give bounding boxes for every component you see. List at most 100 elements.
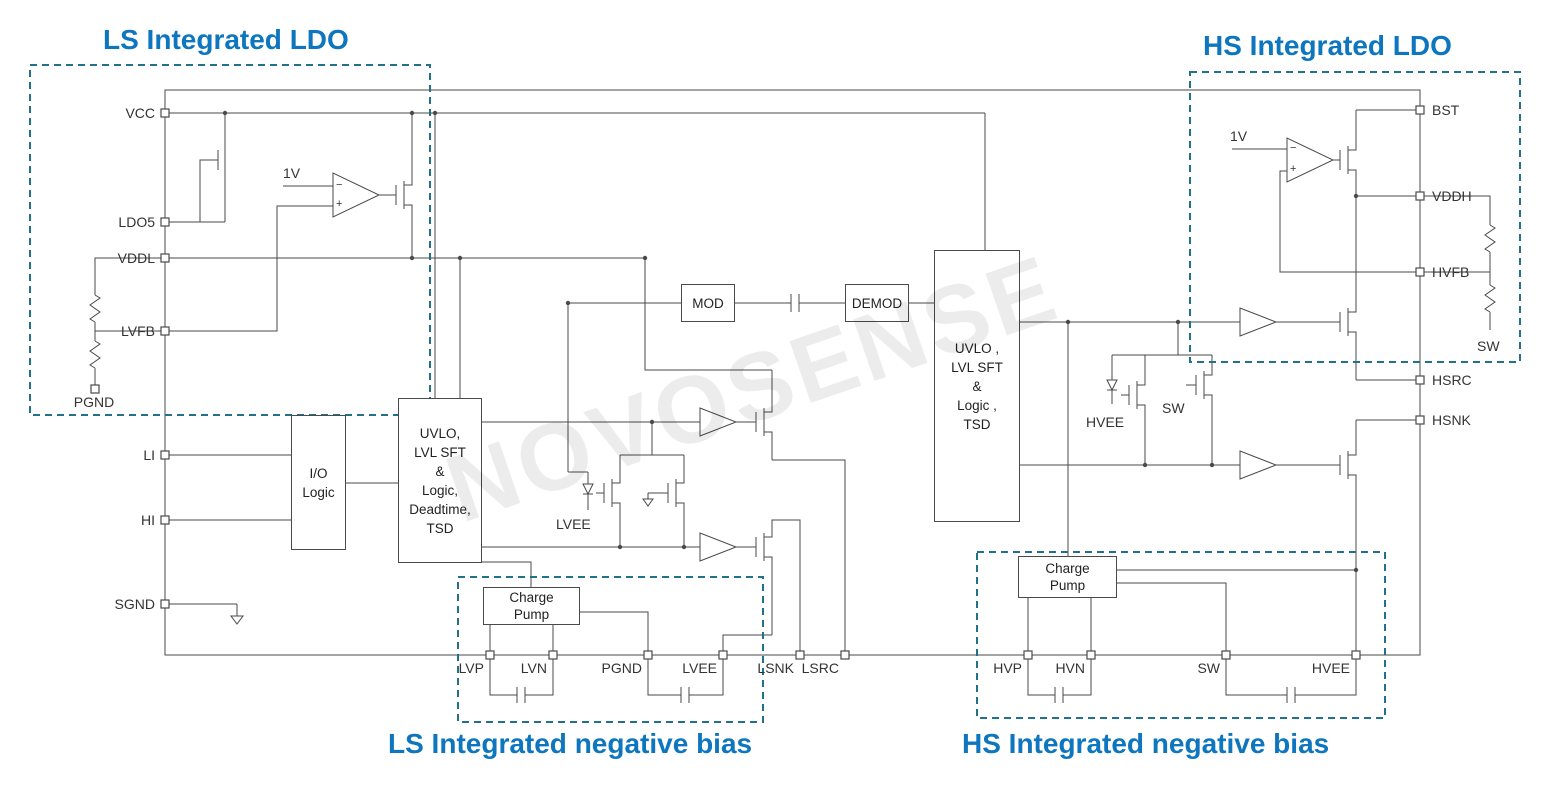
hs-charge-pump-block: Charge Pump: [1018, 556, 1117, 598]
pin-squares: [90, 105, 1425, 660]
pin-label-sw-right: SW: [1477, 338, 1500, 354]
pin-label-hi: HI: [141, 512, 155, 528]
opamp-minus-sign: −: [336, 179, 343, 191]
region-ls-ldo: [29, 64, 431, 416]
pin-square-hsnk: [1415, 415, 1425, 425]
diode-icon: [1106, 355, 1118, 404]
pin-square-bst: [1415, 105, 1425, 115]
hs-logic-line: UVLO ,: [954, 340, 1000, 356]
ic-boundary: [164, 89, 1421, 656]
pin-label-lsnk: LSNK: [757, 660, 794, 676]
pin-label-li: LI: [143, 447, 155, 463]
pin-square-pgnd-bottom: [643, 650, 653, 660]
mosfet-icon: [755, 370, 773, 460]
pin-square-hvfb: [1415, 267, 1425, 277]
pin-square-lsnk: [795, 650, 805, 660]
demod-label: DEMOD: [851, 295, 903, 311]
pin-square-hvn: [1086, 650, 1096, 660]
pin-label-vddh: VDDH: [1432, 188, 1472, 204]
mod-label: MOD: [692, 295, 724, 311]
ls-logic-line: &: [435, 463, 445, 479]
pin-square-hvp: [1023, 650, 1033, 660]
pin-square-vddh: [1415, 191, 1425, 201]
mosfet-icon: [596, 455, 621, 547]
wires-ls-divider: [94, 257, 161, 385]
buffer-icon: [1239, 450, 1278, 480]
wires-ls: [169, 112, 986, 605]
capacitor-icon: [489, 659, 554, 703]
ls-logic-line: TSD: [426, 520, 454, 536]
buffer-icon: [1239, 307, 1278, 337]
wires-hs: [1020, 109, 1491, 651]
io-logic-line: Logic: [302, 484, 335, 500]
ground-icon: [642, 492, 655, 507]
resistor-icon: [89, 340, 101, 369]
pin-square-lvfb: [160, 326, 170, 336]
ground-icon: [230, 604, 244, 625]
pin-label-lvn: LVN: [520, 660, 547, 676]
hs-charge-pump-line: Charge: [1045, 561, 1090, 576]
sw-clamp-label: SW: [1162, 400, 1185, 416]
opamp-plus-sign: +: [336, 198, 343, 210]
pin-label-vcc: VCC: [125, 105, 155, 121]
dashed-regions: [29, 64, 1521, 723]
pin-label-hvee: HVEE: [1311, 660, 1350, 676]
hs-logic-line: Logic ,: [957, 397, 997, 413]
opamp-icon: [332, 172, 381, 218]
pin-label-lvfb: LVFB: [121, 323, 155, 339]
capacitor-icon: [790, 294, 800, 312]
pin-square-lvee: [718, 650, 728, 660]
resistor-icon: [1484, 284, 1496, 313]
pin-square-li: [160, 450, 170, 460]
ls-charge-pump-block: Charge Pump: [483, 587, 580, 625]
pin-label-vddl: VDDL: [117, 250, 155, 266]
diode-icon: [582, 472, 594, 510]
hs-logic-line: &: [972, 378, 982, 394]
pin-label-hvfb: HVFB: [1432, 264, 1470, 280]
region-ls-neg-bias: [457, 576, 764, 723]
pin-label-hsrc: HSRC: [1432, 372, 1472, 388]
mosfet-icon: [1186, 355, 1213, 465]
hs-charge-pump-line: Pump: [1049, 578, 1086, 593]
pin-square-ldo5: [160, 217, 170, 227]
lvee-clamp-label: LVEE: [556, 516, 591, 532]
hs-logic-line: TSD: [963, 416, 991, 432]
region-hs-ldo: [1189, 71, 1521, 363]
mosfet-icon: [395, 113, 413, 258]
pin-square-hvee: [1351, 650, 1361, 660]
pin-label-sgnd: SGND: [114, 596, 155, 612]
resistor-icon: [89, 294, 101, 323]
hs-reference-label: 1V: [1230, 128, 1248, 144]
pin-label-lvp: LVP: [458, 660, 484, 676]
hs-logic-line: LVL SFT: [951, 359, 1003, 375]
mosfet-icon: [1339, 196, 1357, 380]
opamp-plus-sign: +: [1290, 163, 1297, 175]
capacitor-icon: [1027, 659, 1092, 703]
mosfet-icon: [199, 113, 226, 222]
title-hs-integrated-ldo: HS Integrated LDO: [1203, 30, 1452, 61]
pin-square-sgnd: [160, 599, 170, 609]
pin-square-lvp: [485, 650, 495, 660]
ls-logic-line: UVLO,: [419, 425, 461, 441]
mosfet-icon: [1339, 420, 1357, 651]
opamp-minus-sign: −: [1290, 142, 1297, 154]
buffer-icon: [699, 407, 738, 437]
pin-label-lsrc: LSRC: [801, 660, 839, 676]
pin-square-hsrc: [1415, 375, 1425, 385]
demod-block: DEMOD: [845, 284, 909, 322]
mosfet-icon: [1121, 355, 1146, 465]
ls-reference-label: 1V: [283, 165, 301, 181]
buffer-icon: [699, 532, 738, 562]
ls-logic-line: LVL SFT: [414, 444, 466, 460]
pin-square-lsrc: [840, 650, 850, 660]
mosfet-icon: [655, 455, 685, 547]
region-hs-neg-bias: [976, 551, 1386, 719]
title-hs-negative-bias: HS Integrated negative bias: [962, 728, 1330, 759]
mosfet-icon: [755, 519, 801, 651]
pin-square-sw-bottom: [1221, 650, 1231, 660]
hvee-clamp-label: HVEE: [1086, 414, 1125, 430]
title-ls-integrated-ldo: LS Integrated LDO: [103, 24, 349, 55]
io-logic-line: I/O: [309, 465, 328, 481]
opamp-icon: [1286, 137, 1335, 183]
